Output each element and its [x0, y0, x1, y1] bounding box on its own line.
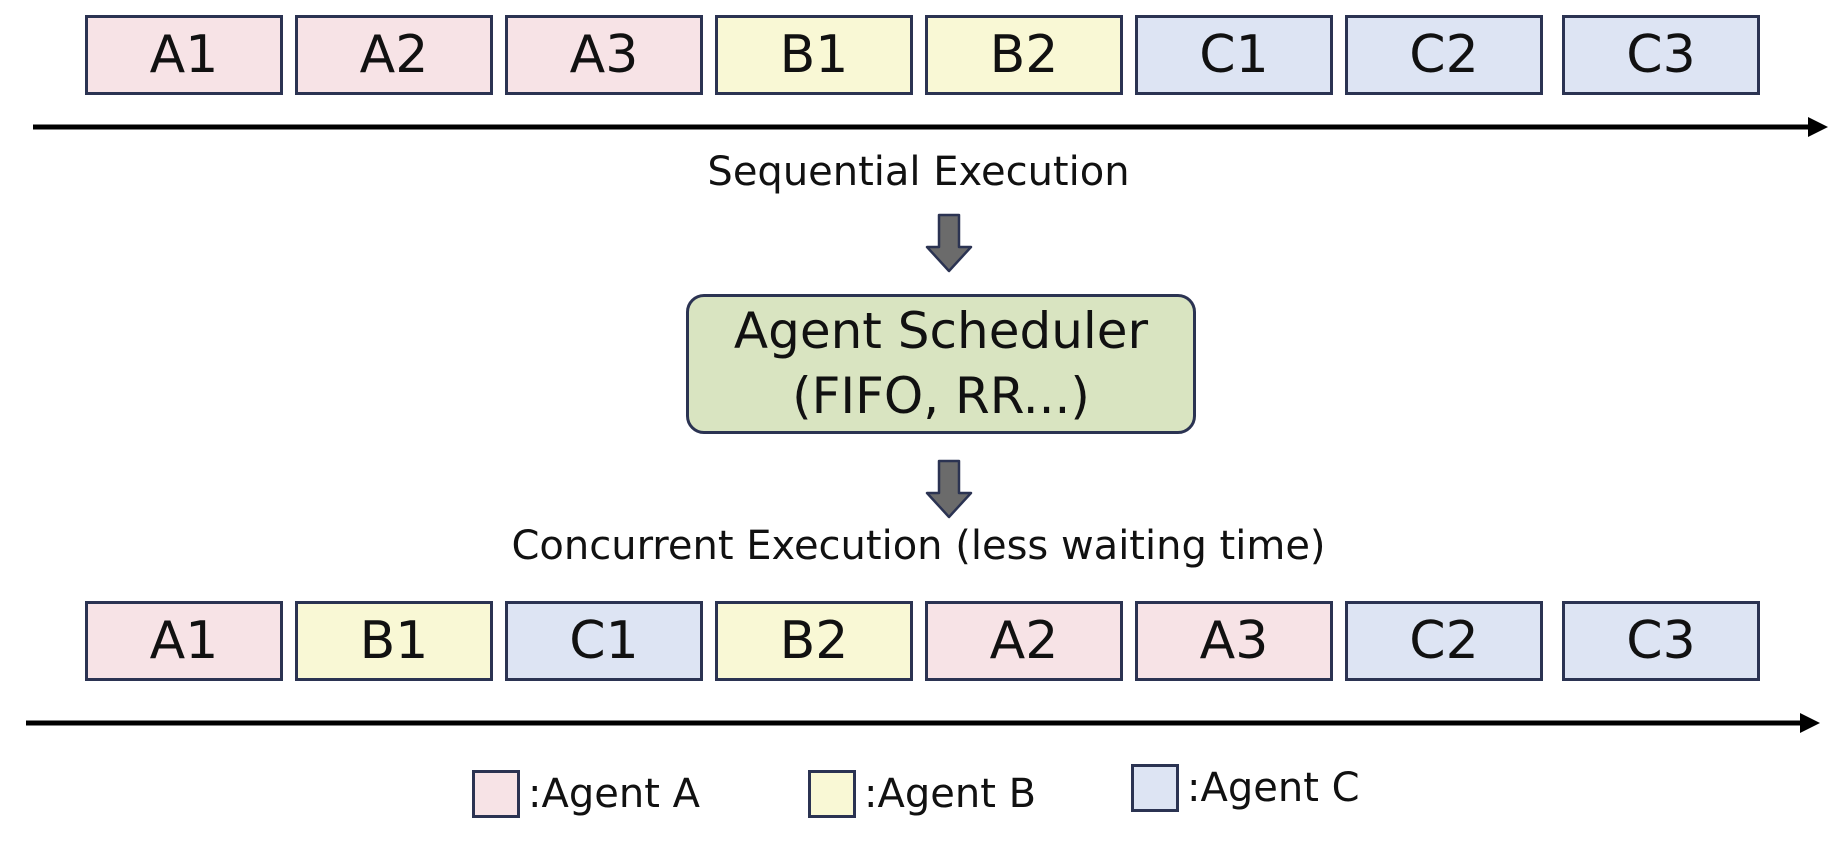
legend-item-agent-c: :Agent C [1131, 758, 1360, 818]
concurrent-caption: Concurrent Execution (less waiting time) [511, 523, 1326, 569]
sequential-block: A2 [295, 15, 493, 95]
concurrent-block: A1 [85, 601, 283, 681]
legend-item-agent-a: :Agent A [472, 764, 700, 824]
legend-label: :Agent C [1187, 765, 1360, 811]
block-label: C1 [1199, 25, 1269, 85]
sequential-block: A3 [505, 15, 703, 95]
block-label: A3 [569, 25, 639, 85]
block-label: B2 [989, 25, 1059, 85]
block-label: C2 [1409, 611, 1479, 671]
scheduler-title: Agent Scheduler [733, 302, 1149, 360]
legend-label: :Agent B [864, 771, 1037, 817]
sequential-block: C2 [1345, 15, 1543, 95]
legend-swatch [808, 770, 856, 818]
sequential-lane: A1 A2 A3 B1 B2 C1 C2 C3 [0, 15, 1837, 99]
concurrent-block: B1 [295, 601, 493, 681]
down-arrow-icon [925, 459, 973, 519]
block-label: A2 [359, 25, 429, 85]
block-label: B1 [779, 25, 849, 85]
block-label: C3 [1626, 611, 1696, 671]
down-arrow-icon [925, 213, 973, 273]
concurrent-block: A3 [1135, 601, 1333, 681]
block-label: B2 [779, 611, 849, 671]
sequential-block: B2 [925, 15, 1123, 95]
sequential-block: A1 [85, 15, 283, 95]
block-label: C1 [569, 611, 639, 671]
concurrent-lane: A1 B1 C1 B2 A2 A3 C2 C3 [0, 601, 1837, 685]
block-label: A1 [149, 611, 219, 671]
block-label: A2 [989, 611, 1059, 671]
legend-label: :Agent A [528, 771, 700, 817]
legend-swatch [1131, 764, 1179, 812]
sequential-timeline-arrow [33, 117, 1828, 137]
legend-swatch [472, 770, 520, 818]
sequential-caption: Sequential Execution [707, 149, 1130, 195]
block-label: A1 [149, 25, 219, 85]
legend-item-agent-b: :Agent B [808, 764, 1036, 824]
sequential-block: C1 [1135, 15, 1333, 95]
agent-scheduler-box: Agent Scheduler (FIFO, RR...) [686, 294, 1196, 434]
scheduler-policies: (FIFO, RR...) [792, 367, 1090, 425]
sequential-block: B1 [715, 15, 913, 95]
concurrent-timeline-arrow [26, 713, 1820, 733]
concurrent-block: C3 [1562, 601, 1760, 681]
block-label: C2 [1409, 25, 1479, 85]
concurrent-block: C2 [1345, 601, 1543, 681]
block-label: B1 [359, 611, 429, 671]
block-label: C3 [1626, 25, 1696, 85]
concurrent-block: A2 [925, 601, 1123, 681]
sequential-block: C3 [1562, 15, 1760, 95]
block-label: A3 [1199, 611, 1269, 671]
concurrent-block: B2 [715, 601, 913, 681]
concurrent-block: C1 [505, 601, 703, 681]
